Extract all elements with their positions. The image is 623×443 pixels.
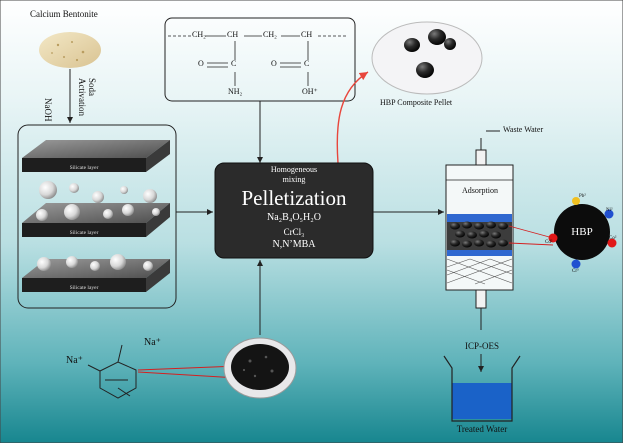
- hbp-label: HBP: [571, 226, 593, 238]
- process-pre-line2: mixing: [282, 175, 306, 184]
- process-reagent-3: N,N’MBA: [272, 239, 316, 250]
- bentonite-powder-icon: [39, 32, 101, 68]
- sodium-label-2: Na⁺: [144, 337, 161, 348]
- ion-label-pb: Pb²: [579, 194, 586, 199]
- hbp-particle: [548, 197, 617, 269]
- polymer-o-right: O: [271, 59, 277, 68]
- polymer-c-left: C: [231, 59, 237, 68]
- column-pellets: [450, 221, 508, 248]
- silicate-layer-2: [22, 203, 170, 237]
- polymer-ch2-left: CH₂: [192, 30, 206, 39]
- sodium-label-1: Na⁺: [66, 355, 83, 366]
- polymer-c-right: C: [304, 59, 310, 68]
- process-reagent-1: Na₂B₄O₅H₂O: [267, 212, 321, 223]
- ion-label-co: Co²: [609, 236, 617, 241]
- activation-label: Activation: [77, 78, 87, 116]
- polymer-ch-right: CH: [301, 30, 313, 39]
- treated-water-beaker: [443, 354, 521, 422]
- silicate-box: [17, 124, 177, 309]
- polymer-nh2: NH₂: [228, 87, 243, 96]
- silicate-layer-1-label: Silicate layer: [69, 165, 99, 171]
- ion-label-cd: Cd²: [545, 240, 553, 245]
- silicate-layer-3-label: Silicate layer: [69, 285, 99, 291]
- process-reagent-2: CrCl₃: [283, 227, 305, 237]
- pellet-bowl-icon: [223, 337, 297, 399]
- interlayer-bubbles: [36, 181, 160, 271]
- ion-label-ni: Ni²: [606, 208, 613, 213]
- process-pre-line1: Homogeneous: [270, 165, 318, 174]
- process-title: Pelletization: [241, 186, 347, 210]
- process-to-pellet-arrow: [336, 71, 369, 164]
- waste-water-label: Waste Water: [503, 125, 544, 134]
- polymer-o-left: O: [198, 59, 204, 68]
- silicate-layer-2-label: Silicate layer: [69, 230, 99, 236]
- column-to-hbp-lines: [508, 225, 554, 246]
- naoh-label: NaOH: [43, 98, 53, 122]
- icp-oes-label: ICP-OES: [464, 341, 500, 351]
- adsorption-label: Adsorption: [462, 186, 498, 195]
- molecule-arrow-2: [137, 371, 239, 380]
- process-box: [214, 162, 374, 259]
- polymer-ch-left: CH: [227, 30, 239, 39]
- ion-label-cr: Cr³: [572, 269, 579, 274]
- silicate-layer-1: [22, 140, 170, 172]
- pellet-caption: HBP Composite Pellet: [380, 98, 453, 107]
- silicate-layer-3: [22, 259, 170, 292]
- bentonite-label: Calcium Bentonite: [30, 9, 98, 19]
- pellet-photo: [371, 21, 483, 95]
- molecule-arrow-1: [137, 363, 239, 371]
- polymer-ch2-right: CH₂: [263, 30, 277, 39]
- polymer-bonds: [168, 35, 348, 86]
- molecule-structure: [87, 344, 137, 399]
- polymer-oh: OH⁺: [302, 87, 318, 96]
- soda-label: Soda: [87, 78, 97, 96]
- treated-water-label: Treated Water: [456, 424, 508, 434]
